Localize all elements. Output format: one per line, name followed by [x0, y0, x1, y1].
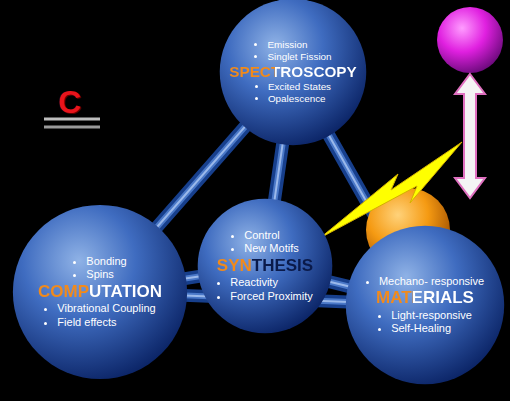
rod-stroke — [274, 142, 283, 201]
bullet-list: Vibrational CouplingField effects — [44, 302, 155, 328]
rod-stroke — [274, 142, 283, 201]
topic-sphere: ControlNew MotifsSYNTHESISReactivityForc… — [197, 198, 333, 334]
topic-heading: COMPUTATION — [38, 283, 162, 302]
topic-sphere: BondingSpinsCOMPUTATIONVibrational Coupl… — [12, 204, 188, 380]
rod-stroke — [328, 281, 350, 286]
sphere-fill — [346, 226, 504, 384]
bullet-item: Control — [244, 229, 298, 242]
sphere-content: BondingSpinsCOMPUTATIONVibrational Coupl… — [12, 204, 188, 380]
bullet-item: New Motifs — [244, 242, 298, 255]
carbon-label: C — [58, 86, 81, 118]
topic-sphere: EmissionSinglet FissionSPECTROSCOPYExcit… — [219, 0, 367, 146]
bullet-item: Singlet Fission — [267, 51, 331, 63]
bullet-item: Reactivity — [230, 276, 313, 289]
rod-stroke — [274, 142, 283, 201]
bullet-item: Forced Proximity — [230, 290, 313, 303]
topic-heading: SYNTHESIS — [217, 257, 313, 276]
bullet-list: EmissionSinglet Fission — [254, 39, 331, 63]
bullet-item: Field effects — [57, 316, 155, 329]
bullet-item: Spins — [86, 268, 126, 281]
energy-level — [44, 126, 100, 129]
bullet-item: Emission — [267, 39, 331, 51]
magenta-sphere — [437, 7, 503, 73]
sphere-content: Mechano- responsiveMATERIALSLight-respon… — [345, 225, 505, 385]
sphere-fill — [198, 199, 333, 334]
bullet-item: Excited States — [268, 81, 331, 93]
bullet-item: Self-Healing — [391, 322, 472, 335]
lightning-bolt — [320, 142, 462, 238]
connector-rod — [274, 142, 283, 201]
bullet-item: Bonding — [86, 255, 126, 268]
topic-sphere: Mechano- responsiveMATERIALSLight-respon… — [345, 225, 505, 385]
bullet-item: Vibrational Coupling — [57, 302, 155, 315]
sphere-content: ControlNew MotifsSYNTHESISReactivityForc… — [197, 198, 333, 334]
bullet-list: Excited StatesOpalescence — [255, 81, 331, 105]
bullet-item: Light-responsive — [391, 309, 472, 322]
bullet-list: ReactivityForced Proximity — [217, 276, 313, 302]
rod-stroke — [328, 281, 350, 286]
bullet-list: Light-responsiveSelf-Healing — [378, 309, 472, 335]
double-arrow — [455, 74, 485, 198]
bullet-list: ControlNew Motifs — [231, 229, 298, 255]
sphere-fill — [220, 0, 367, 145]
topic-heading: MATERIALS — [376, 289, 474, 308]
bullet-list: Mechano- responsive — [366, 275, 484, 288]
bullet-item: Mechano- responsive — [379, 275, 484, 288]
bullet-item: Opalescence — [268, 93, 331, 105]
sphere-fill — [13, 205, 187, 379]
topic-heading: SPECTROSCOPY — [229, 64, 357, 81]
bullet-list: BondingSpins — [73, 255, 126, 281]
connector-rod — [328, 281, 350, 286]
sphere-content: EmissionSinglet FissionSPECTROSCOPYExcit… — [219, 0, 367, 146]
rod-stroke — [328, 281, 350, 286]
